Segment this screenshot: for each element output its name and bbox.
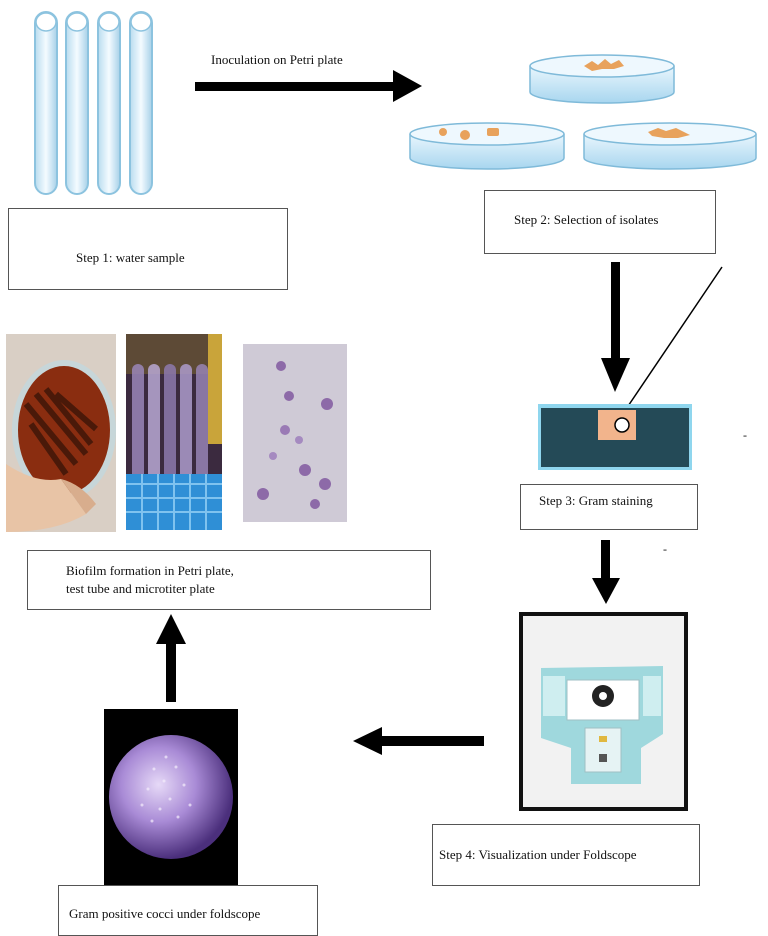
step4-label: Step 4: Visualization under Foldscope	[439, 847, 637, 862]
step3-label: Step 3: Gram staining	[539, 493, 653, 508]
dash-mark: -	[743, 428, 747, 442]
arrow-left-icon	[353, 727, 484, 755]
step1-label: Step 1: water sample	[76, 250, 185, 265]
petri-dish	[529, 54, 675, 104]
test-tube-biofilm-photo	[126, 334, 222, 530]
arrow-right-icon	[195, 70, 422, 102]
arrow-down-icon	[601, 262, 630, 392]
test-tube	[65, 11, 89, 195]
gram-positive-cocci-photo	[104, 709, 238, 885]
step4-box: Step 4: Visualization under Foldscope	[432, 824, 700, 886]
glass-slide-illustration	[538, 404, 692, 470]
step2-label: Step 2: Selection of isolates	[514, 212, 659, 227]
petri-dishes-illustration	[409, 54, 757, 170]
gram-cocci-label: Gram positive cocci under foldscope	[69, 906, 261, 921]
arrow-up-icon	[156, 614, 186, 702]
petri-plate-biofilm-photo	[6, 334, 116, 532]
foldscope-photo	[519, 612, 688, 811]
gram-cocci-box: Gram positive cocci under foldscope	[58, 885, 318, 936]
test-tube	[129, 11, 153, 195]
step1-box: Step 1: water sample	[8, 208, 288, 290]
petri-dish	[409, 122, 565, 170]
pointer-line	[619, 266, 723, 419]
test-tube	[34, 11, 58, 195]
inoculation-label: Inoculation on Petri plate	[211, 52, 343, 67]
step2-box: Step 2: Selection of isolates	[484, 190, 716, 254]
step3-box: Step 3: Gram staining	[520, 484, 698, 530]
biofilm-label-line1: Biofilm formation in Petri plate,	[66, 563, 234, 578]
test-tube	[97, 11, 121, 195]
petri-dish	[583, 122, 757, 170]
dash-mark: -	[663, 542, 667, 556]
microtiter-plate-photo	[243, 344, 347, 522]
test-tubes-illustration	[34, 11, 153, 195]
arrow-down-icon	[592, 540, 620, 604]
biofilm-label-line2: test tube and microtiter plate	[66, 581, 215, 596]
biofilm-box: Biofilm formation in Petri plate, test t…	[27, 550, 431, 610]
